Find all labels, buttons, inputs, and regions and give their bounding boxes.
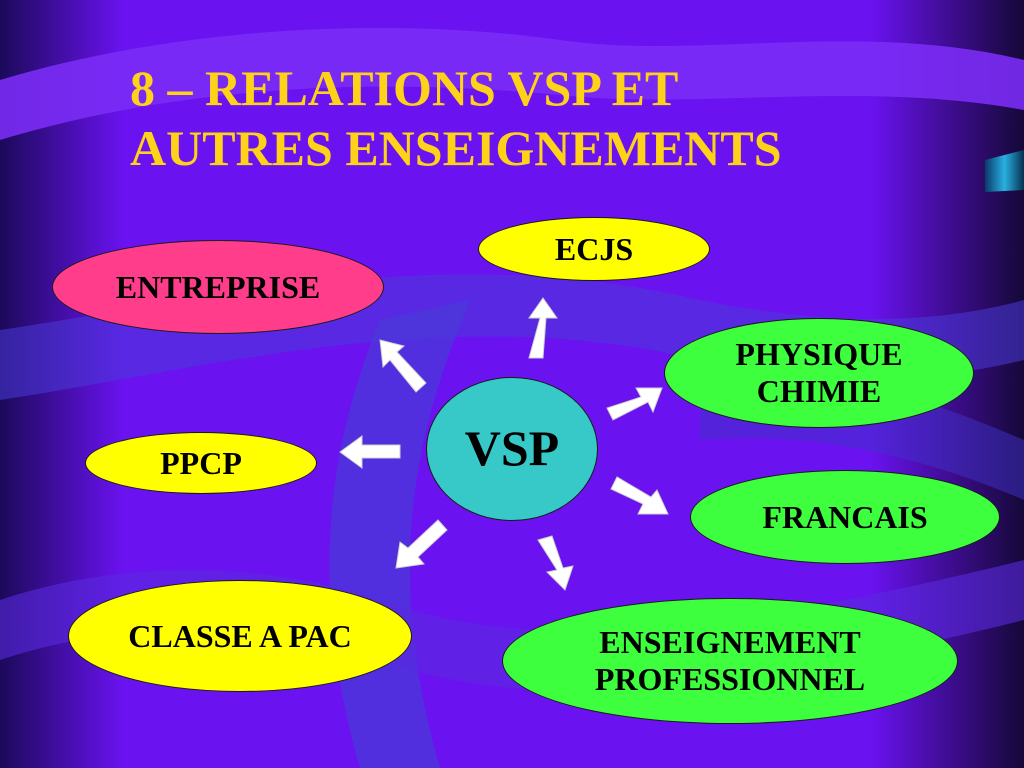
node-entreprise: ENTREPRISE xyxy=(52,240,384,334)
node-francais-label: FRANCAIS xyxy=(762,498,928,535)
arrow-to-enseignement-pro xyxy=(537,535,574,591)
node-francais: FRANCAIS xyxy=(690,470,1000,564)
node-ecjs-label: ECJS xyxy=(554,230,634,267)
node-vsp-center: VSP xyxy=(426,377,598,521)
node-classe-a-pac: CLASSE A PAC xyxy=(68,580,412,692)
node-ppcp: PPCP xyxy=(85,432,317,494)
title-line-1: 8 – RELATIONS VSP ET xyxy=(130,60,679,116)
arrow-to-classe-a-pac xyxy=(395,519,448,569)
node-enseignement-pro-line-1: ENSEIGNEMENT xyxy=(599,624,861,661)
node-physique-chimie-line-1: PHYSIQUE xyxy=(735,336,903,373)
title-line-2: AUTRES ENSEIGNEMENTS xyxy=(130,120,782,176)
node-enseignement-pro-line-2: PROFESSIONNEL xyxy=(594,661,866,697)
node-enseignement-pro: ENSEIGNEMENT PROFESSIONNEL xyxy=(502,598,958,724)
node-physique-chimie-line-2: CHIMIE xyxy=(756,373,882,409)
node-vsp-label: VSP xyxy=(464,420,560,477)
arrow-to-francais xyxy=(610,476,669,515)
arrow-to-entreprise xyxy=(379,339,427,393)
node-ppcp-label: PPCP xyxy=(160,444,242,481)
node-ecjs: ECJS xyxy=(478,217,710,281)
node-entreprise-label: ENTREPRISE xyxy=(115,268,321,305)
arrow-to-physique-chimie xyxy=(606,387,663,421)
slide-title: 8 – RELATIONS VSP ET AUTRES ENSEIGNEMENT… xyxy=(130,58,950,178)
arrow-to-ecjs xyxy=(528,297,558,359)
arrow-to-ppcp xyxy=(339,435,401,469)
node-physique-chimie: PHYSIQUE CHIMIE xyxy=(664,318,974,428)
node-classe-a-pac-label: CLASSE A PAC xyxy=(128,617,352,654)
